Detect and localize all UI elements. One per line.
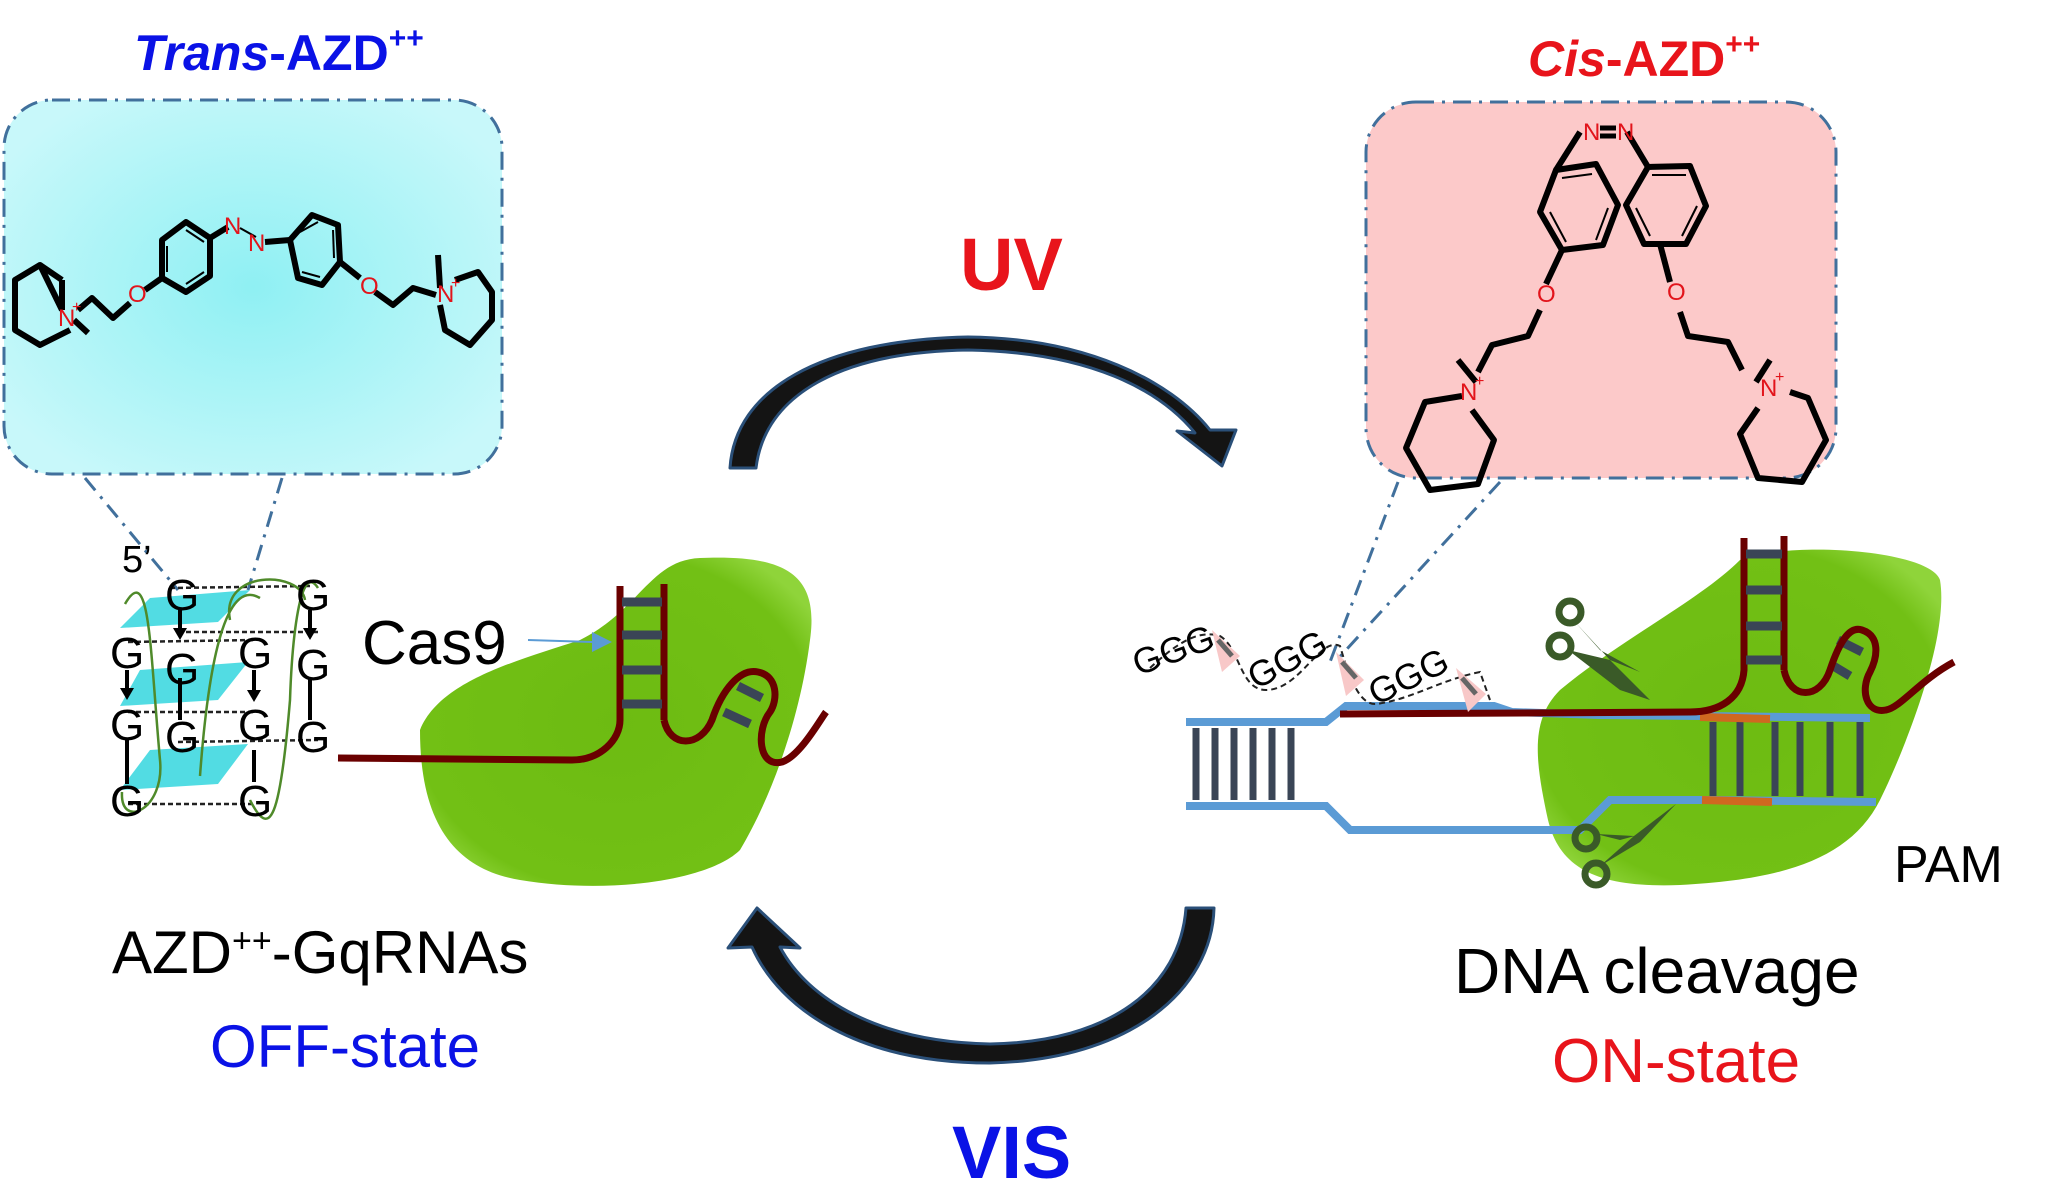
trans-title-charge: ++	[388, 22, 424, 55]
cis-molecule-bonds	[1403, 130, 1829, 493]
g-base: G	[238, 777, 272, 826]
left-caption-main: AZD	[112, 919, 232, 986]
ggg-label-1: GGG	[1127, 616, 1220, 683]
trans-azo-n2: N	[248, 230, 265, 257]
trans-oxygen-right: O	[360, 273, 379, 300]
uv-label: UV	[960, 223, 1063, 306]
g-base: G	[165, 645, 199, 694]
off-state-label: OFF-state	[210, 1013, 481, 1080]
g-base: G	[296, 571, 330, 620]
dna-duplex	[1186, 702, 1877, 834]
released-g-rich-strand: GGG GGG GGG	[1127, 616, 1491, 713]
cis-title-italic: Cis	[1528, 31, 1606, 87]
uv-arrow-icon	[728, 335, 1238, 470]
cis-oxygen-right: O	[1667, 279, 1686, 306]
trans-ammonium-right: N	[437, 281, 454, 308]
cis-azo-n2: N	[1617, 119, 1634, 146]
g-base: G	[110, 777, 144, 826]
cis-charge-right: +	[1775, 369, 1784, 386]
trans-title-rest: -AZD	[269, 25, 389, 81]
trans-azd-title: Trans-AZD++	[134, 22, 424, 82]
g-base: G	[165, 571, 199, 620]
trans-charge-right: +	[451, 275, 460, 292]
five-prime-label: 5’	[122, 539, 152, 581]
right-caption: DNA cleavage	[1454, 935, 1860, 1007]
on-state-label: ON-state	[1552, 1027, 1801, 1096]
g-base: G	[165, 713, 199, 762]
trans-azd-structure-box: N N O O N + N +	[2, 98, 504, 591]
pam-segment	[1699, 713, 1773, 806]
ggg-label-2: GGG	[1241, 621, 1334, 697]
cis-aromatic-inner-bonds	[1549, 125, 1698, 243]
trans-molecule-bonds	[12, 212, 495, 348]
vis-label: VIS	[952, 1111, 1072, 1194]
g-base: G	[238, 701, 272, 750]
trans-title-italic: Trans	[134, 25, 270, 81]
trans-ammonium-left: N	[58, 305, 75, 332]
cis-azo-n1: N	[1583, 119, 1600, 146]
g-base: G	[296, 713, 330, 762]
trans-azo-n1: N	[224, 213, 241, 240]
trans-oxygen-left: O	[128, 281, 147, 308]
cas9-protein-left	[420, 557, 812, 886]
cas9-pointer-arrow	[527, 632, 612, 652]
guide-rna-right	[1339, 536, 1956, 718]
cis-charge-left: +	[1475, 373, 1484, 390]
g-base: G	[238, 629, 272, 678]
cis-title-rest: -AZD	[1605, 31, 1726, 87]
cis-ammonium-left: N	[1460, 379, 1477, 406]
left-caption-suffix: -GqRNAs	[271, 919, 529, 986]
guide-rna-left	[337, 584, 829, 767]
g-base: G	[296, 641, 330, 690]
cas9-label: Cas9	[362, 609, 507, 678]
left-caption-charge: ++	[232, 922, 272, 960]
cis-ammonium-right: N	[1760, 375, 1777, 402]
vis-arrow-icon	[726, 906, 1216, 1065]
cis-title-charge: ++	[1725, 28, 1761, 61]
cis-azd-structure-box: N N O O N + N +	[1328, 100, 1838, 664]
scissors-top-icon	[1545, 597, 1650, 700]
left-caption: AZD++-GqRNAs	[112, 918, 528, 987]
g-base: G	[110, 629, 144, 678]
trans-charge-left: +	[72, 299, 81, 316]
g-base: G	[110, 701, 144, 750]
pam-label: PAM	[1894, 836, 2003, 894]
cis-azd-title: Cis-AZD++	[1528, 28, 1760, 88]
scissors-bottom-icon	[1571, 804, 1676, 889]
g-quadruplex: G G G G G G G G G G G G 5’	[110, 539, 330, 826]
trans-aromatic-inner-bonds	[166, 221, 335, 285]
cis-oxygen-left: O	[1537, 281, 1556, 308]
